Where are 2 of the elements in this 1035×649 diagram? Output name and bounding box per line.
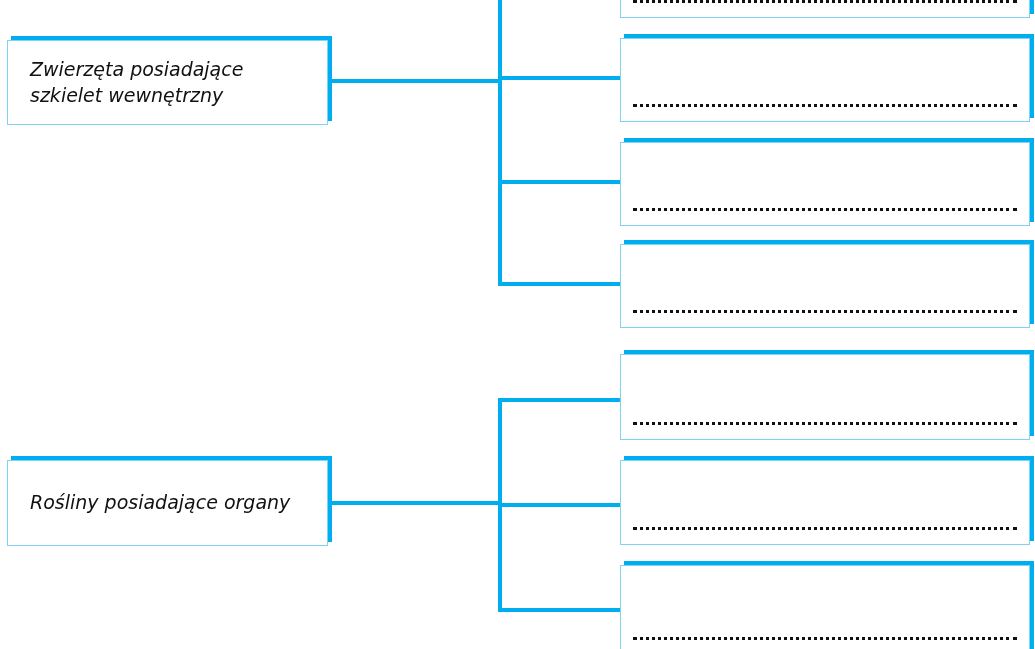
category-label: Zwierzęta posiadające szkielet wewnętrzny xyxy=(30,56,245,108)
category-label: Rośliny posiadające organy xyxy=(30,490,291,516)
